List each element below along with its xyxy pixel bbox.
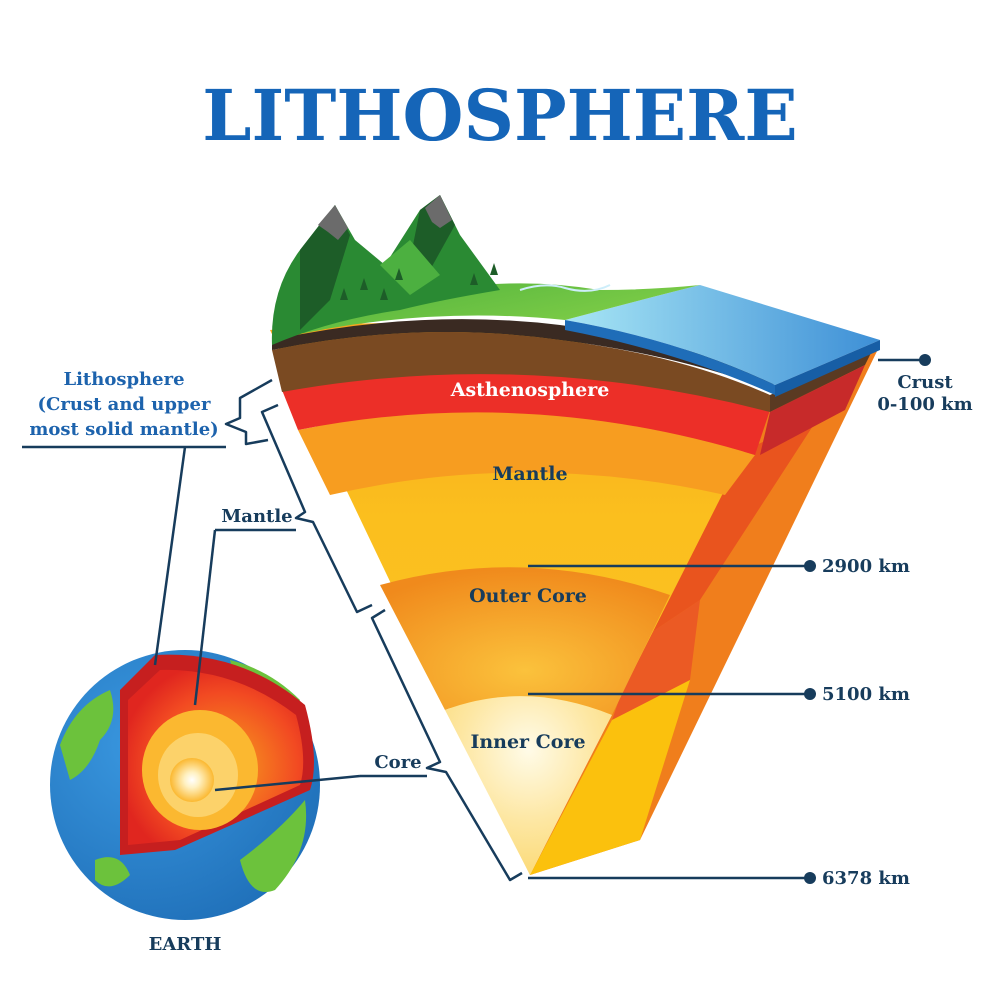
earth-label: EARTH: [149, 934, 222, 955]
inner-core-label: Inner Core: [470, 731, 585, 753]
page-title: LITHOSPHERE: [202, 74, 797, 157]
lithosphere-brace: [224, 378, 273, 446]
cross-section-wedge: [270, 195, 880, 876]
lithosphere-label-line2: (Crust and upper: [38, 394, 211, 415]
outer-core-label: Outer Core: [469, 585, 587, 607]
depth-marker-6378: [528, 872, 816, 884]
crust-label: Crust: [897, 372, 953, 393]
earth-globe: [50, 650, 320, 920]
mantle-label: Mantle: [221, 506, 292, 527]
crust-depth-label: 0-100 km: [877, 394, 972, 415]
depth-label-2900: 2900 km: [822, 556, 910, 577]
core-label: Core: [374, 752, 421, 773]
mantle-brace: [260, 403, 373, 614]
mantle-leader: [193, 529, 217, 706]
mantle-layer-label: Mantle: [492, 463, 567, 485]
depth-marker-5100: [528, 688, 816, 700]
asthenosphere-label: Asthenosphere: [450, 379, 610, 401]
lithosphere-leader: [153, 446, 187, 666]
lithosphere-label: Lithosphere: [63, 369, 184, 390]
crust-depth-marker: [878, 354, 931, 366]
depth-label-5100: 5100 km: [822, 684, 910, 705]
depth-label-6378: 6378 km: [822, 868, 910, 889]
depth-marker-2900: [528, 560, 816, 572]
core-brace: [370, 608, 523, 882]
lithosphere-label-line3: most solid mantle): [29, 419, 218, 440]
core-leader: [214, 774, 361, 792]
